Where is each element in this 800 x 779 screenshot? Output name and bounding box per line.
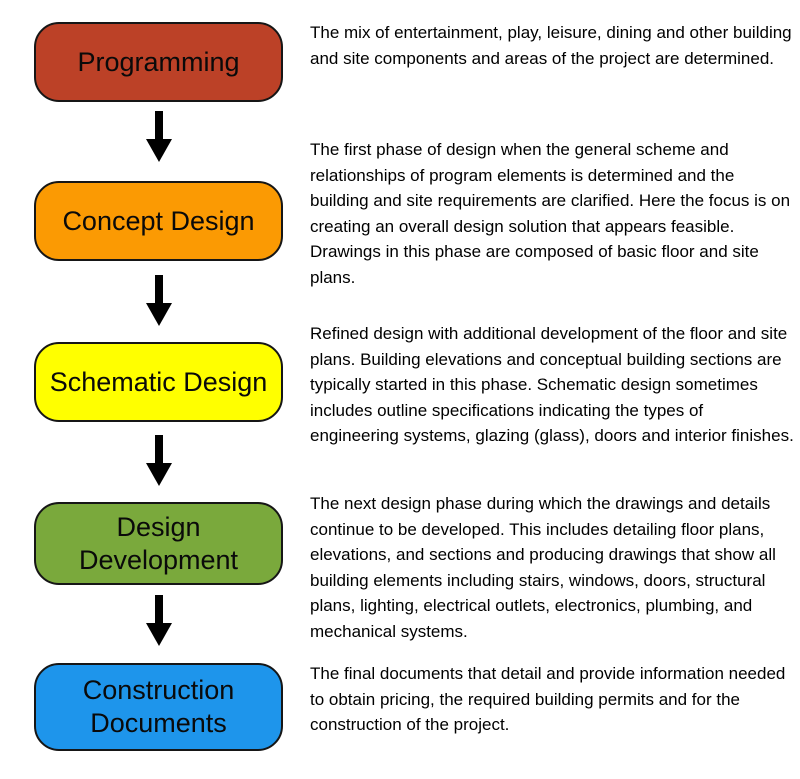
down-arrow-icon (145, 435, 172, 486)
arrow-head (145, 623, 172, 646)
stage-label-programming: Programming (77, 46, 240, 77)
stage-label-design-development: Design Development (78, 511, 239, 575)
stage-label-construction-documents: Construction Documents (82, 675, 235, 738)
stage-box-construction-documents: Construction Documents (34, 663, 283, 751)
arrow-head (145, 463, 172, 486)
down-arrow-icon (145, 111, 172, 162)
down-arrow-icon (145, 595, 172, 646)
stage-description-schematic-design: Refined design with additional developme… (310, 324, 794, 445)
arrow-head (145, 303, 172, 326)
arrow-stem (154, 435, 163, 463)
stage-description-design-development: The next design phase during which the d… (310, 494, 776, 641)
arrow-head (145, 139, 172, 162)
arrow-stem (154, 275, 163, 303)
stage-description-programming: The mix of entertainment, play, leisure,… (310, 23, 792, 68)
stage-box-design-development: Design Development (34, 502, 283, 585)
stage-label-concept-design: Concept Design (62, 205, 255, 236)
arrow-stem (154, 111, 163, 139)
stage-box-concept-design: Concept Design (34, 181, 283, 261)
arrow-stem (154, 595, 163, 623)
stage-box-schematic-design: Schematic Design (34, 342, 283, 422)
down-arrow-icon (145, 275, 172, 326)
stage-description-concept-design: The first phase of design when the gener… (310, 140, 791, 287)
stage-box-programming: Programming (34, 22, 283, 102)
stage-label-schematic-design: Schematic Design (49, 366, 268, 397)
stage-description-construction-documents: The final documents that detail and prov… (310, 664, 786, 734)
